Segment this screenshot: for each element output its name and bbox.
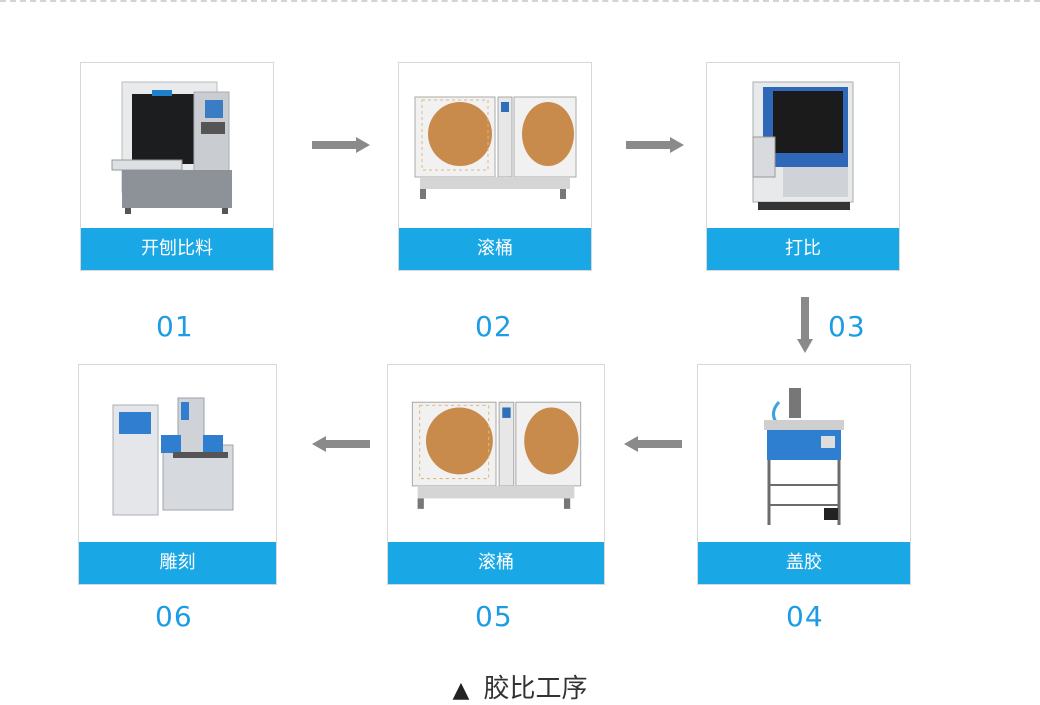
step-label: 盖胶 xyxy=(698,542,910,584)
diagram-caption: ▲胶比工序 xyxy=(0,668,1040,705)
right-arrow-icon xyxy=(626,136,684,154)
step-number: 03 xyxy=(828,310,866,343)
step-label: 开刨比料 xyxy=(81,228,273,270)
machine-image-cnc-planer xyxy=(81,63,273,230)
step-card-3: 打比 xyxy=(706,62,900,271)
step-number: 06 xyxy=(155,600,193,633)
down-arrow-icon xyxy=(796,297,814,353)
step-number: 04 xyxy=(786,600,824,633)
step-number: 05 xyxy=(475,600,513,633)
machine-image-glue-station xyxy=(698,365,910,544)
machine-image-tumbler xyxy=(399,63,591,230)
step-card-2: 滚桶 xyxy=(398,62,592,271)
step-number: 01 xyxy=(156,310,194,343)
step-card-4: 盖胶 xyxy=(697,364,911,585)
left-arrow-icon xyxy=(312,435,370,453)
machine-image-polisher xyxy=(707,63,899,230)
left-arrow-icon xyxy=(624,435,682,453)
step-label: 打比 xyxy=(707,228,899,270)
step-label: 滚桶 xyxy=(399,228,591,270)
right-arrow-icon xyxy=(312,136,370,154)
machine-image-engraver xyxy=(79,365,276,544)
step-card-6: 雕刻 xyxy=(78,364,277,585)
step-number: 02 xyxy=(475,310,513,343)
triangle-up-icon: ▲ xyxy=(453,678,470,703)
top-dashed-border xyxy=(0,0,1040,2)
step-card-5: 滚桶 xyxy=(387,364,605,585)
step-label: 滚桶 xyxy=(388,542,604,584)
step-label: 雕刻 xyxy=(79,542,276,584)
machine-image-tumbler xyxy=(388,365,604,544)
step-card-1: 开刨比料 xyxy=(80,62,274,271)
